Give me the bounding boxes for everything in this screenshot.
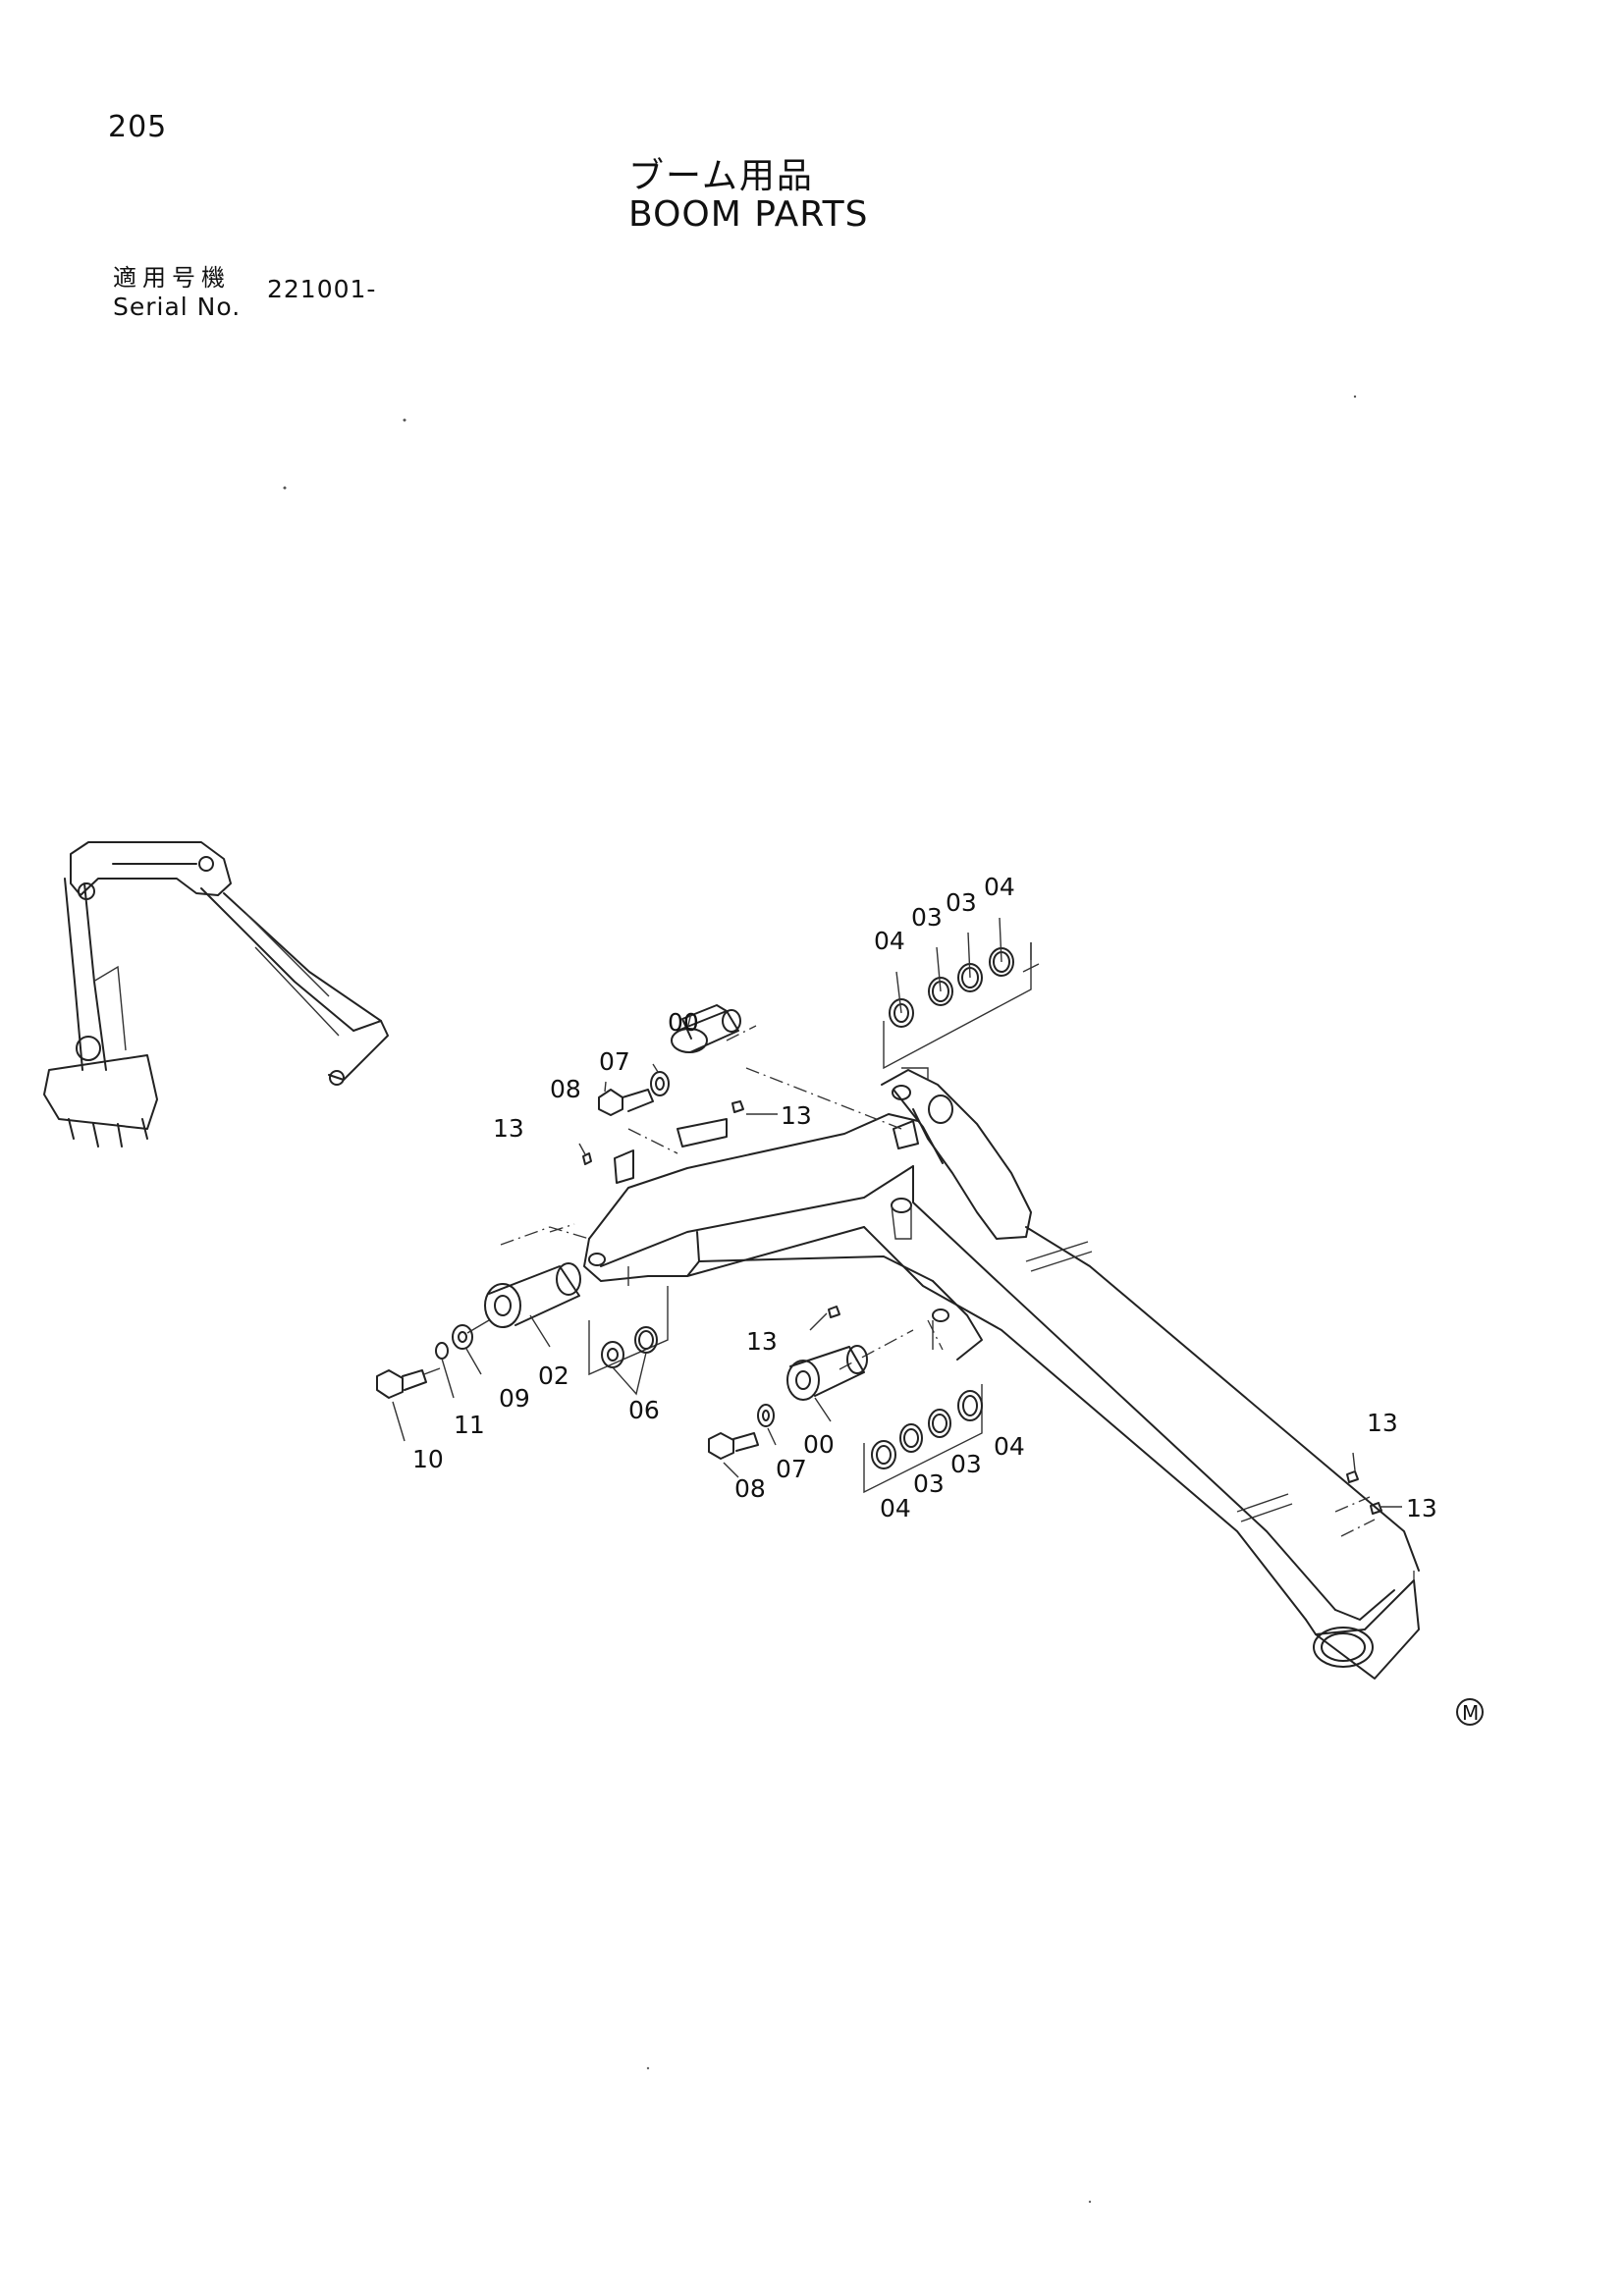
page-number: 205 bbox=[108, 110, 168, 144]
excavator-overview-thumbnail bbox=[43, 841, 389, 1148]
serial-label-english: Serial No. bbox=[113, 293, 242, 321]
callout-03-top-b: 03 bbox=[946, 888, 977, 917]
callout-09: 09 bbox=[499, 1384, 530, 1413]
screw-13-right-lower bbox=[1370, 1502, 1382, 1515]
callout-03-top-a: 03 bbox=[911, 903, 943, 932]
screw-13-middle bbox=[828, 1306, 840, 1318]
callout-08-lower: 08 bbox=[734, 1474, 766, 1503]
callout-13-top-center: 13 bbox=[781, 1101, 812, 1130]
callout-04-top-right: 04 bbox=[984, 873, 1015, 901]
bolt-left-10 bbox=[376, 1369, 427, 1399]
callout-13-right-upper: 13 bbox=[1367, 1409, 1398, 1437]
callout-07-upper: 07 bbox=[599, 1047, 630, 1076]
callout-03-lower-a: 03 bbox=[913, 1469, 945, 1498]
callout-00-upper: 00 bbox=[668, 1008, 699, 1037]
washer-left-09 bbox=[452, 1324, 473, 1350]
callout-13-top-left: 13 bbox=[493, 1114, 524, 1143]
callout-10: 10 bbox=[412, 1445, 444, 1473]
page-title-japanese: ブーム用品 bbox=[628, 156, 814, 196]
serial-label-japanese: 適用号機 bbox=[113, 264, 231, 292]
screw-13-top-left bbox=[582, 1152, 592, 1165]
callout-04-top-left: 04 bbox=[874, 927, 905, 955]
screw-13-right-upper bbox=[1346, 1470, 1359, 1483]
shim-group-lower bbox=[863, 1320, 983, 1494]
shim-group-top bbox=[883, 917, 1040, 1080]
callout-13-middle: 13 bbox=[746, 1327, 778, 1356]
washer-upper-07 bbox=[650, 1071, 670, 1096]
washer-lower-07 bbox=[757, 1404, 775, 1427]
shim-group-left-06 bbox=[588, 1266, 669, 1396]
serial-number-value: 221001- bbox=[267, 275, 377, 303]
assembly-center-lines bbox=[500, 1025, 1415, 1580]
callout-leader-lines bbox=[392, 1012, 1402, 1508]
boom-main-body bbox=[583, 1069, 1420, 1680]
callout-02: 02 bbox=[538, 1362, 569, 1390]
callout-06: 06 bbox=[628, 1396, 660, 1424]
callout-13-right-lower: 13 bbox=[1406, 1494, 1437, 1522]
callout-03-lower-b: 03 bbox=[950, 1450, 982, 1478]
ring-left-11 bbox=[435, 1342, 449, 1360]
callout-labels: 00 00 02 03 03 03 03 04 04 04 04 06 07 0… bbox=[412, 873, 1437, 1522]
pin-lower-00 bbox=[786, 1345, 868, 1401]
marker-letter: M bbox=[1462, 1701, 1479, 1725]
screw-13-top-center bbox=[731, 1100, 744, 1113]
callout-00-lower: 00 bbox=[803, 1430, 835, 1459]
callout-04-lower-left: 04 bbox=[880, 1494, 911, 1522]
callout-11: 11 bbox=[454, 1411, 485, 1439]
bolt-lower-08 bbox=[708, 1432, 759, 1460]
bolt-upper-08 bbox=[598, 1089, 654, 1116]
pin-upper-00 bbox=[671, 1004, 741, 1053]
callout-04-lower-right: 04 bbox=[994, 1432, 1025, 1461]
pin-left-02 bbox=[484, 1262, 581, 1328]
page-title-english: BOOM PARTS bbox=[628, 194, 869, 235]
callout-08-upper: 08 bbox=[550, 1075, 581, 1103]
scan-specks bbox=[283, 395, 1357, 2204]
marker-circled-m: M bbox=[1456, 1698, 1484, 1726]
callout-07-lower: 07 bbox=[776, 1455, 807, 1483]
